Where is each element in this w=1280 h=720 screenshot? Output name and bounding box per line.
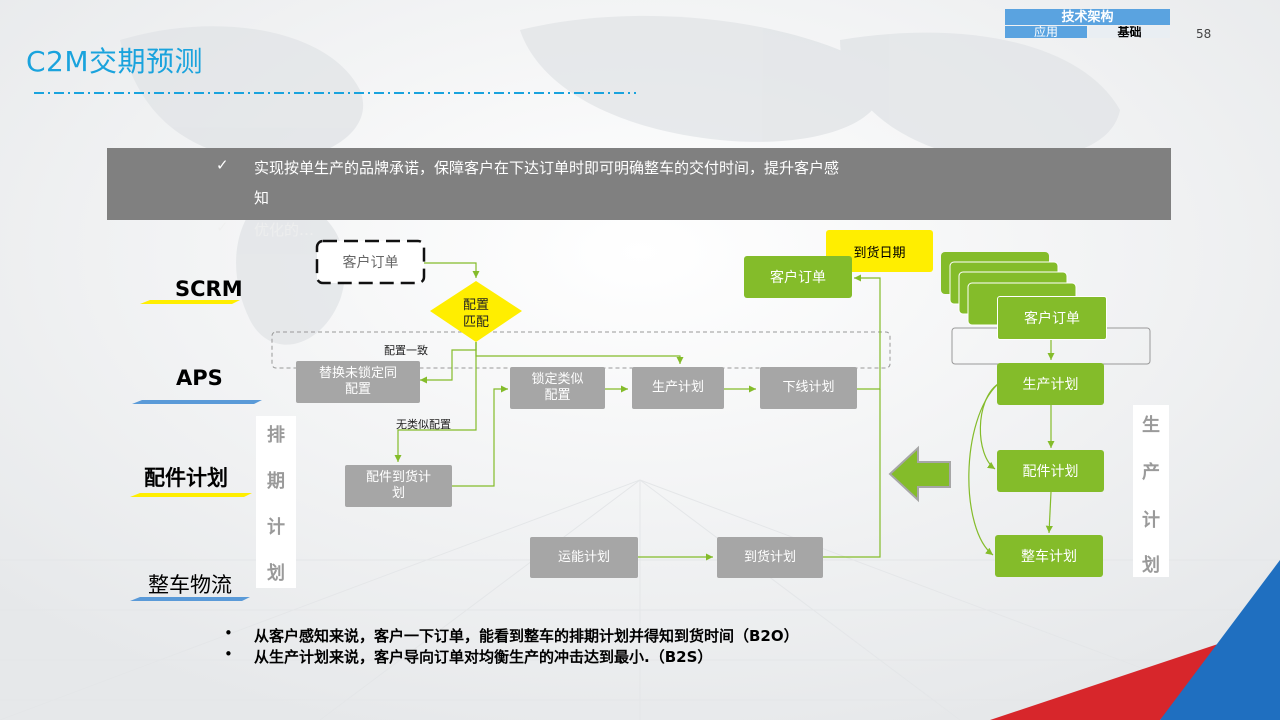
green-customer-order-node[interactable]: 客户订单 bbox=[744, 256, 852, 298]
lane-scrm: SCRM bbox=[175, 277, 243, 301]
bullet-marker: • bbox=[224, 624, 233, 642]
edge-right-parts-to-vehicle bbox=[1045, 491, 1053, 534]
bullet-marker: • bbox=[224, 645, 233, 663]
banner-line-1-cont: 知 bbox=[254, 189, 270, 207]
check-icon: ✓ bbox=[216, 156, 229, 174]
right-production-plan-node[interactable]: 生产计划 bbox=[997, 363, 1104, 405]
config-match-diamond bbox=[430, 281, 522, 342]
edge-diamond-to-replace bbox=[420, 342, 477, 384]
banner-line-2-partial: 优化的… bbox=[254, 221, 315, 239]
edge-right-prod-curve-parts bbox=[979, 383, 999, 470]
capacity-plan-node[interactable]: 运能计划 bbox=[530, 537, 638, 578]
bullet-b2s: 从生产计划来说，客户导向订单对均衡生产的冲击达到最小.（B2S） bbox=[254, 648, 713, 666]
lane-bar-logistics bbox=[130, 597, 250, 601]
config-consistent-label: 配置一致 bbox=[384, 344, 428, 357]
replace-unlocked-config-node[interactable]: 替换未锁定同 配置 bbox=[296, 361, 420, 403]
production-plan-node[interactable]: 生产计划 bbox=[632, 367, 724, 409]
production-plan-label: 生 产 计 划 bbox=[1133, 405, 1169, 577]
page-title: C2M交期预测 bbox=[26, 45, 204, 78]
edge-order-to-diamond bbox=[424, 262, 480, 278]
banner-line-1: 实现按单生产的品牌承诺，保障客户在下达订单时即可明确整车的交付时间，提升客户感 bbox=[254, 159, 840, 177]
edge-offline-to-order bbox=[854, 274, 881, 390]
tech-architecture-nav: 技术架构 应用 基础 bbox=[1005, 9, 1170, 38]
page-number: 58 bbox=[1196, 27, 1212, 41]
customer-order-box bbox=[315, 239, 426, 285]
schedule-plan-label: 排 期 计 划 bbox=[256, 416, 296, 588]
edge-diamond-to-parts bbox=[394, 342, 477, 462]
check-icon: ✓ bbox=[216, 218, 229, 236]
customer-order-label: 客户订单 bbox=[342, 255, 399, 271]
lane-aps: APS bbox=[176, 366, 223, 390]
big-left-arrow-icon bbox=[888, 445, 951, 503]
lane-logistics: 整车物流 bbox=[148, 573, 232, 597]
offline-plan-node[interactable]: 下线计划 bbox=[760, 367, 857, 409]
parts-arrival-plan-node[interactable]: 配件到货计 划 bbox=[345, 465, 452, 507]
corner-red-shape bbox=[990, 640, 1230, 720]
lane-bar-aps bbox=[132, 400, 262, 404]
tech-base-cell[interactable]: 基础 bbox=[1089, 26, 1170, 38]
bullet-b2o: 从客户感知来说，客户一下订单，能看到整车的排期计划并得知到货时间（B2O） bbox=[254, 627, 799, 645]
edge-parts-to-lock bbox=[452, 385, 508, 487]
lock-similar-config-node[interactable]: 锁定类似 配置 bbox=[510, 367, 605, 409]
right-parts-plan-node[interactable]: 配件计划 bbox=[997, 450, 1104, 492]
right-customer-order-node[interactable]: 客户订单 bbox=[997, 296, 1107, 340]
tech-apply-cell[interactable]: 应用 bbox=[1005, 26, 1087, 38]
edge-arrival-to-order bbox=[823, 389, 881, 558]
config-match-label: 配置 匹配 bbox=[462, 298, 489, 330]
right-vehicle-plan-node[interactable]: 整车计划 bbox=[995, 535, 1103, 577]
goal-banner bbox=[107, 148, 1171, 220]
lane-parts: 配件计划 bbox=[144, 466, 228, 490]
no-similar-config-label: 无类似配置 bbox=[396, 418, 451, 431]
edge-right-prod-curve-vehicle bbox=[968, 383, 999, 556]
edge-diamond-to-lock bbox=[475, 342, 684, 364]
corner-blue-shape bbox=[1160, 560, 1280, 720]
lane-bar-parts bbox=[130, 493, 252, 497]
lane-bar-scrm bbox=[140, 300, 240, 304]
tech-architecture-header: 技术架构 bbox=[1005, 9, 1170, 25]
arrival-plan-node[interactable]: 到货计划 bbox=[717, 537, 823, 578]
